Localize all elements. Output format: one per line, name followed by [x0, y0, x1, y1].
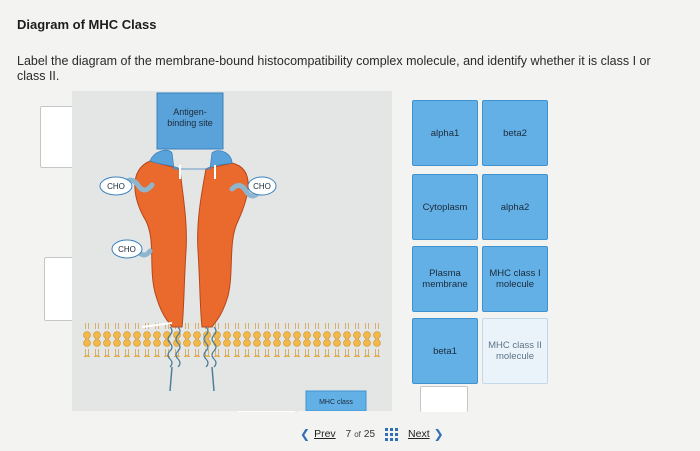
cho-label-left-mid — [111, 239, 143, 259]
chevron-right-icon: ❯ — [433, 427, 444, 441]
antigen-binding-label-line2: binding site — [167, 118, 213, 128]
cho-left-top-text: CHO — [107, 182, 125, 191]
cho-right-top-text: CHO — [253, 182, 271, 191]
prev-button[interactable]: ❮ Prev — [300, 427, 336, 441]
card-beta2[interactable]: beta2 — [482, 100, 548, 166]
bottom-card-partial[interactable] — [305, 390, 367, 411]
drop-box-bottom-right[interactable] — [420, 386, 468, 412]
card-cytoplasm[interactable]: Cytoplasm — [412, 174, 478, 240]
antigen-binding-label-box — [156, 92, 224, 150]
card-plasma-membrane[interactable]: Plasma membrane — [412, 246, 478, 312]
card-alpha1-label: alpha1 — [430, 127, 460, 139]
page-current: 7 — [345, 428, 352, 440]
page-title: Diagram of MHC Class — [17, 17, 157, 32]
left-chain — [134, 160, 187, 328]
transmembrane-helices — [167, 326, 217, 368]
cho-left-mid-text: CHO — [118, 245, 136, 254]
chevron-left-icon: ❮ — [300, 427, 311, 441]
card-beta1-label: beta1 — [433, 345, 457, 357]
mhc-diagram: Antigen- binding site CHO CHO CHO MHC cl… — [72, 91, 392, 411]
card-beta2-label: beta2 — [503, 127, 527, 139]
footer-nav: ❮ Prev 7 of 25 Next ❯ — [300, 419, 530, 449]
page-total: 25 — [363, 428, 376, 440]
page-of: of — [354, 429, 361, 439]
card-alpha2-label: alpha2 — [500, 201, 530, 213]
cho-label-left-top — [99, 176, 133, 196]
card-cytoplasm-label: Cytoplasm — [422, 201, 468, 213]
membrane-upper-layer — [82, 323, 382, 339]
bottom-card-partial-text: MHC class — [319, 399, 353, 406]
card-mhc-class-ii-label: MHC class II molecule — [488, 340, 542, 362]
card-mhc-class-ii[interactable]: MHC class II molecule — [482, 318, 548, 384]
card-plasma-membrane-label: Plasma membrane — [422, 268, 468, 290]
grid-icon[interactable] — [385, 427, 399, 441]
card-mhc-class-i[interactable]: MHC class I molecule — [482, 246, 548, 312]
card-mhc-class-i-label: MHC class I molecule — [489, 268, 541, 290]
antigen-groove — [149, 149, 233, 170]
prev-label: Prev — [314, 428, 336, 440]
membrane-lower-layer — [82, 339, 382, 357]
card-beta1[interactable]: beta1 — [412, 318, 478, 384]
cho-label-right-top — [247, 176, 277, 196]
instructions: Label the diagram of the membrane-bound … — [17, 54, 651, 83]
next-label: Next — [408, 428, 430, 440]
antigen-binding-label-line1: Antigen- — [173, 107, 207, 117]
page-indicator: 7 of 25 — [346, 429, 375, 440]
card-alpha2[interactable]: alpha2 — [482, 174, 548, 240]
card-alpha1[interactable]: alpha1 — [412, 100, 478, 166]
right-chain — [197, 162, 249, 328]
next-button[interactable]: Next ❯ — [408, 427, 444, 441]
